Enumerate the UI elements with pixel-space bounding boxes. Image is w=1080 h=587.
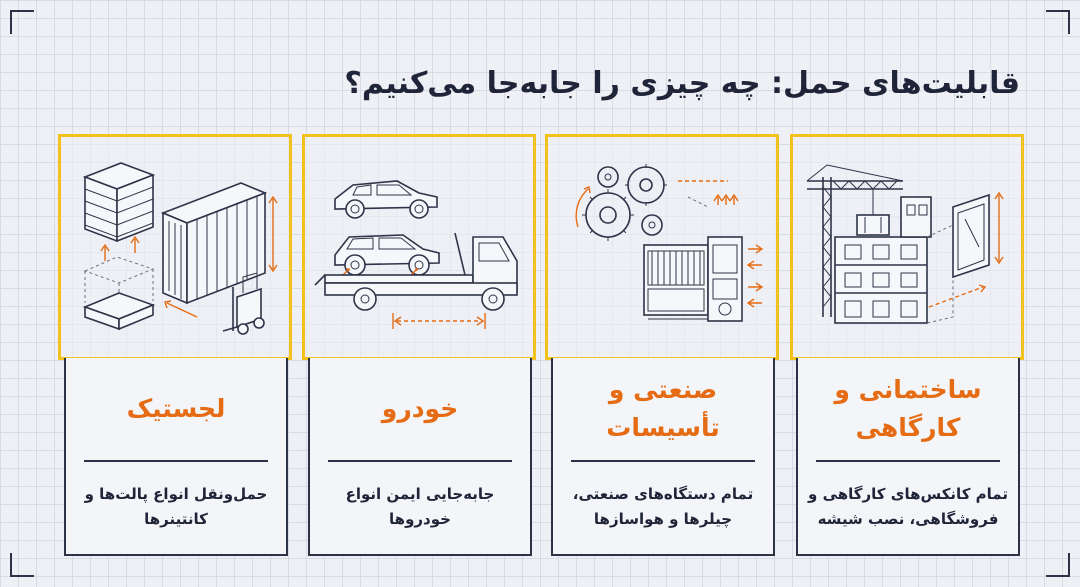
construction-crane-icon bbox=[806, 164, 1004, 324]
frame-corner-top-right bbox=[1046, 10, 1070, 34]
frame-corner-top-left bbox=[10, 10, 34, 34]
page-title: قابلیت‌های حمل: چه چیزی را جابه‌جا می‌کن… bbox=[344, 66, 1020, 101]
logistics-illustration bbox=[58, 134, 292, 360]
card-construction: ساختمانی و کارگاهی تمام کانکس‌های کارگاه… bbox=[790, 134, 1024, 556]
card-vehicles: خودرو جابه‌جایی ایمن انواع خودروها bbox=[302, 134, 536, 556]
divider bbox=[571, 460, 755, 462]
divider bbox=[816, 460, 1000, 462]
industrial-gears-icon bbox=[575, 164, 764, 322]
description-logistics: حمل‌ونقل انواع پالت‌ها و کانتینرها bbox=[84, 485, 268, 528]
card-logistics: لجستیک حمل‌ونقل انواع پالت‌ها و کانتینره… bbox=[58, 134, 292, 556]
category-construction: ساختمانی و کارگاهی bbox=[834, 375, 982, 442]
construction-illustration bbox=[790, 134, 1024, 360]
category-industrial: صنعتی و تأسیسات bbox=[606, 375, 720, 442]
card-body-construction: ساختمانی و کارگاهی تمام کانکس‌های کارگاه… bbox=[796, 358, 1020, 556]
card-industrial: صنعتی و تأسیسات تمام دستگاه‌های صنعتی، چ… bbox=[545, 134, 779, 556]
description-construction: تمام کانکس‌های کارگاهی و فروشگاهی، نصب ش… bbox=[808, 485, 1008, 528]
description-vehicles: جابه‌جایی ایمن انواع خودروها bbox=[345, 485, 495, 528]
industrial-illustration bbox=[545, 134, 779, 360]
frame-corner-bottom-left bbox=[10, 553, 34, 577]
tow-truck-icon bbox=[314, 180, 518, 329]
divider bbox=[328, 460, 512, 462]
category-logistics: لجستیک bbox=[126, 394, 226, 423]
pallet-container-icon bbox=[82, 162, 278, 335]
description-industrial: تمام دستگاه‌های صنعتی، چیلرها و هواسازها bbox=[572, 485, 754, 528]
card-body-vehicles: خودرو جابه‌جایی ایمن انواع خودروها bbox=[308, 358, 532, 556]
card-body-logistics: لجستیک حمل‌ونقل انواع پالت‌ها و کانتینره… bbox=[64, 358, 288, 556]
divider bbox=[84, 460, 268, 462]
vehicles-illustration bbox=[302, 134, 536, 360]
card-body-industrial: صنعتی و تأسیسات تمام دستگاه‌های صنعتی، چ… bbox=[551, 358, 775, 556]
category-vehicles: خودرو bbox=[381, 394, 459, 423]
frame-corner-bottom-right bbox=[1046, 553, 1070, 577]
